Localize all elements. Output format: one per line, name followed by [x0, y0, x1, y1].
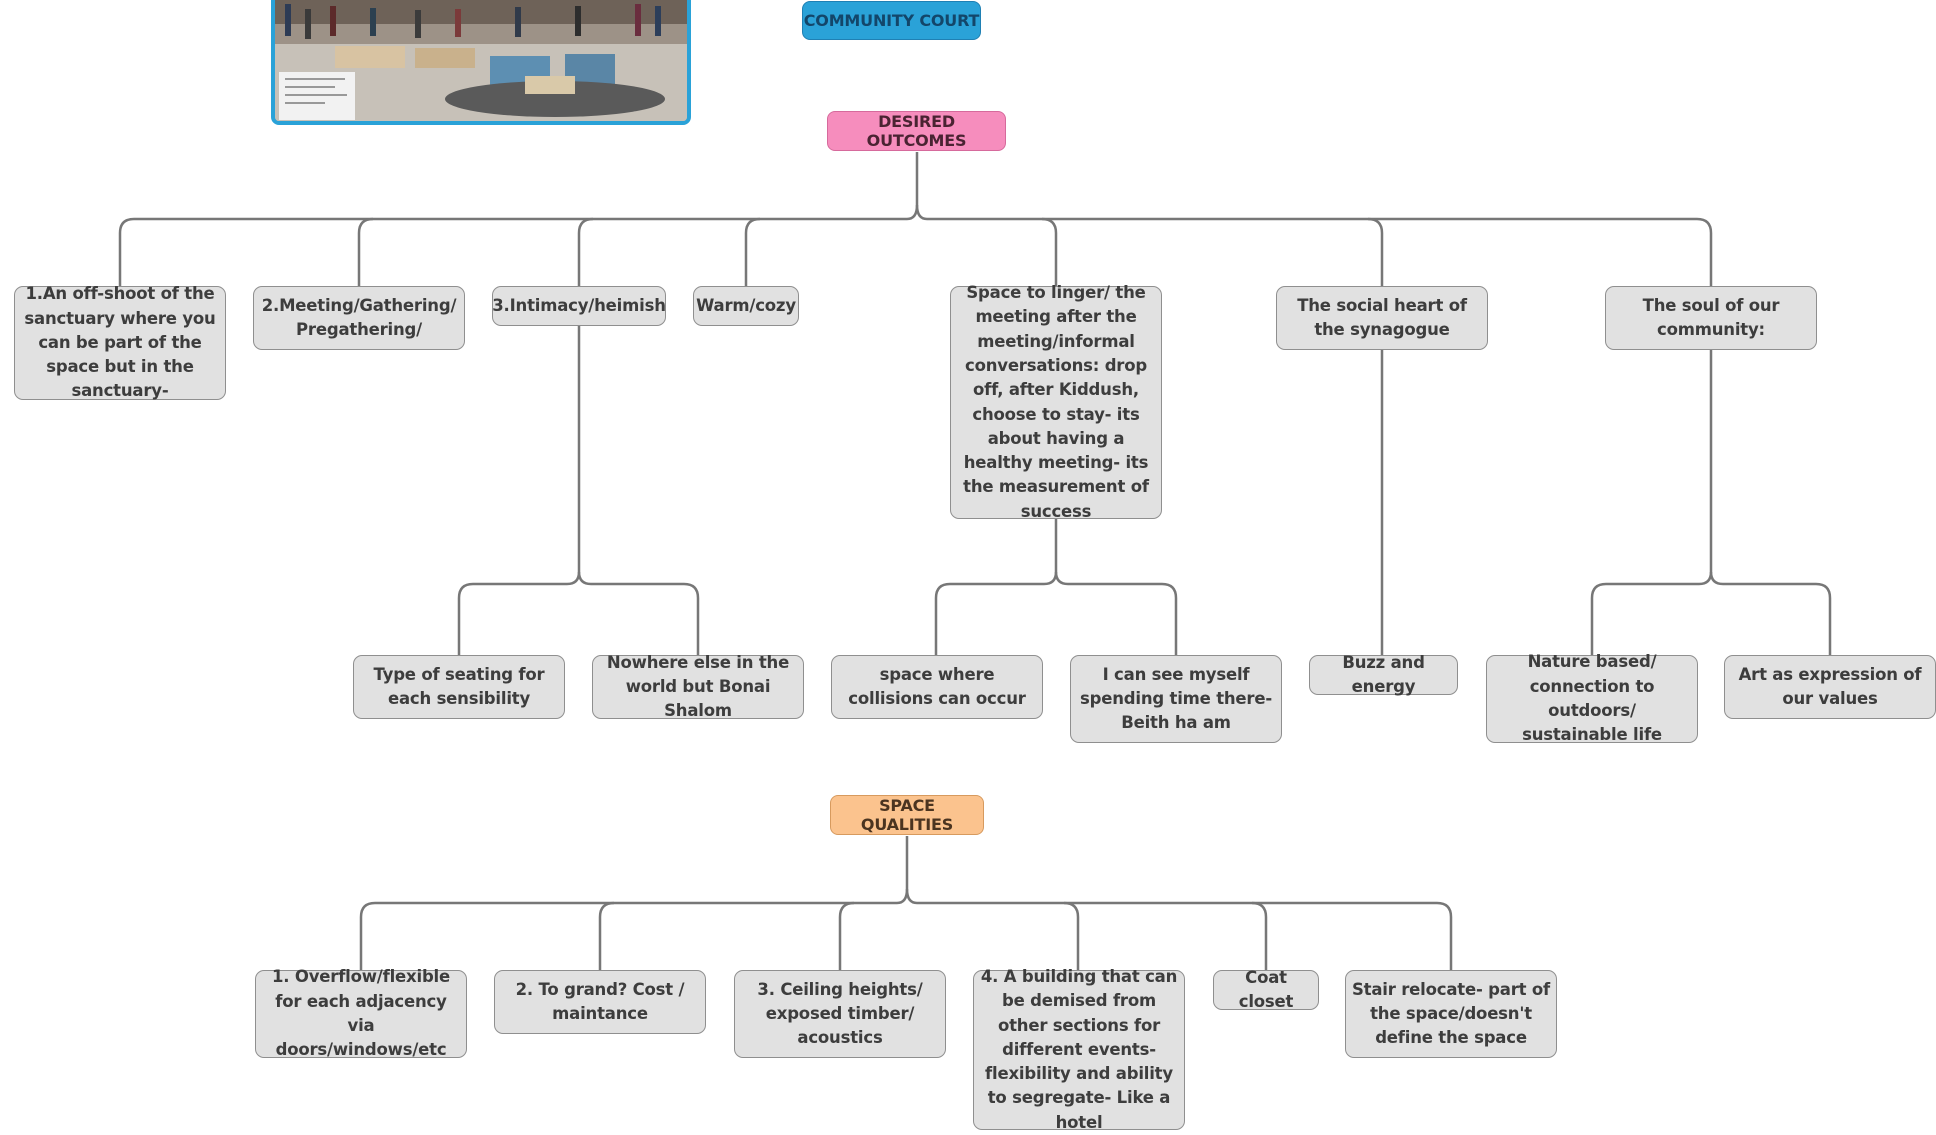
lobby-photo-image	[275, 0, 687, 121]
connector-outcome-3	[577, 217, 594, 286]
outcome-node[interactable]: 2.Meeting/Gathering/ Pregathering/	[253, 286, 465, 350]
connector-soul-sub	[1590, 348, 1713, 655]
sub-outcome-node[interactable]: space where collisions can occur	[831, 655, 1043, 719]
sub-outcome-text: Type of seating for each sensibility	[373, 664, 545, 708]
quality-text: Coat closet	[1238, 967, 1294, 1011]
sub-outcome-text: Art as expression of our values	[1738, 664, 1922, 708]
quality-node[interactable]: 3. Ceiling heights/ exposed timber/ acou…	[734, 970, 946, 1058]
quality-text: 2. To grand? Cost / maintance	[515, 979, 685, 1023]
sub-outcome-text: space where collisions can occur	[848, 664, 1026, 708]
sub-outcome-node[interactable]: I can see myself spending time there- Be…	[1070, 655, 1282, 743]
outcome-node[interactable]: The social heart of the synagogue	[1276, 286, 1488, 350]
outcome-node[interactable]: 1.An off-shoot of the sanctuary where yo…	[14, 284, 226, 400]
outcome-text: 3.Intimacy/heimish	[492, 295, 666, 315]
desired-outcomes-header[interactable]: DESIRED OUTCOMES	[827, 111, 1006, 151]
outcome-node[interactable]: Warm/cozy	[693, 286, 799, 326]
community-court-header[interactable]: COMMUNITY COURT	[802, 1, 981, 40]
community-court-photo[interactable]	[271, 0, 691, 125]
outcome-node[interactable]: The soul of our community:	[1605, 286, 1817, 350]
connector-outcome-6	[1367, 217, 1384, 286]
quality-node[interactable]: Stair relocate- part of the space/doesn'…	[1345, 970, 1557, 1058]
space-qualities-header[interactable]: SPACE QUALITIES	[830, 795, 984, 835]
quality-node[interactable]: 1. Overflow/flexible for each adjacency …	[255, 967, 467, 1059]
outcome-node[interactable]: Space to linger/ the meeting after the m…	[950, 283, 1162, 521]
outcome-text: 2.Meeting/Gathering/ Pregathering/	[261, 295, 457, 339]
connector-outcome-2	[357, 217, 374, 286]
outcome-node[interactable]: 3.Intimacy/heimish	[492, 286, 666, 326]
outcome-text: Warm/cozy	[696, 295, 796, 315]
quality-text: Stair relocate- part of the space/doesn'…	[1352, 979, 1550, 1048]
outcome-text: 1.An off-shoot of the sanctuary where yo…	[24, 284, 216, 401]
quality-text: 4. A building that can be demised from o…	[980, 966, 1178, 1132]
sub-outcome-text: Nowhere else in the world but Bonai Shal…	[606, 652, 790, 721]
quality-node[interactable]: 2. To grand? Cost / maintance	[494, 970, 706, 1034]
outcome-text: Space to linger/ the meeting after the m…	[963, 283, 1149, 521]
outcome-text: The soul of our community:	[1642, 295, 1780, 339]
quality-text: 3. Ceiling heights/ exposed timber/ acou…	[757, 979, 923, 1048]
connector-outcomes-trunk	[118, 152, 919, 286]
sub-outcome-node[interactable]: Buzz and energy	[1309, 653, 1458, 696]
connector-qualities-trunk	[359, 836, 909, 970]
sub-outcome-node[interactable]: Type of seating for each sensibility	[353, 655, 565, 719]
connector-outcomes-right	[915, 204, 1713, 286]
sub-outcome-node[interactable]: Nature based/ connection to outdoors/ su…	[1486, 652, 1698, 744]
sub-outcome-node[interactable]: Nowhere else in the world but Bonai Shal…	[592, 653, 804, 720]
connector-outcome-5	[1041, 217, 1058, 286]
connector-outcome-4	[744, 217, 761, 286]
connector-intimacy-sub	[457, 326, 581, 655]
sub-outcome-text: Buzz and energy	[1342, 652, 1425, 696]
sub-outcome-node[interactable]: Art as expression of our values	[1724, 655, 1936, 719]
connector-linger-sub	[934, 519, 1058, 655]
sub-outcome-text: I can see myself spending time there- Be…	[1079, 664, 1272, 733]
quality-node[interactable]: 4. A building that can be demised from o…	[973, 967, 1185, 1132]
quality-node[interactable]: Coat closet	[1213, 968, 1319, 1011]
sub-outcome-text: Nature based/ connection to outdoors/ su…	[1522, 652, 1662, 745]
quality-text: 1. Overflow/flexible for each adjacency …	[271, 967, 451, 1060]
outcome-text: The social heart of the synagogue	[1297, 295, 1467, 339]
